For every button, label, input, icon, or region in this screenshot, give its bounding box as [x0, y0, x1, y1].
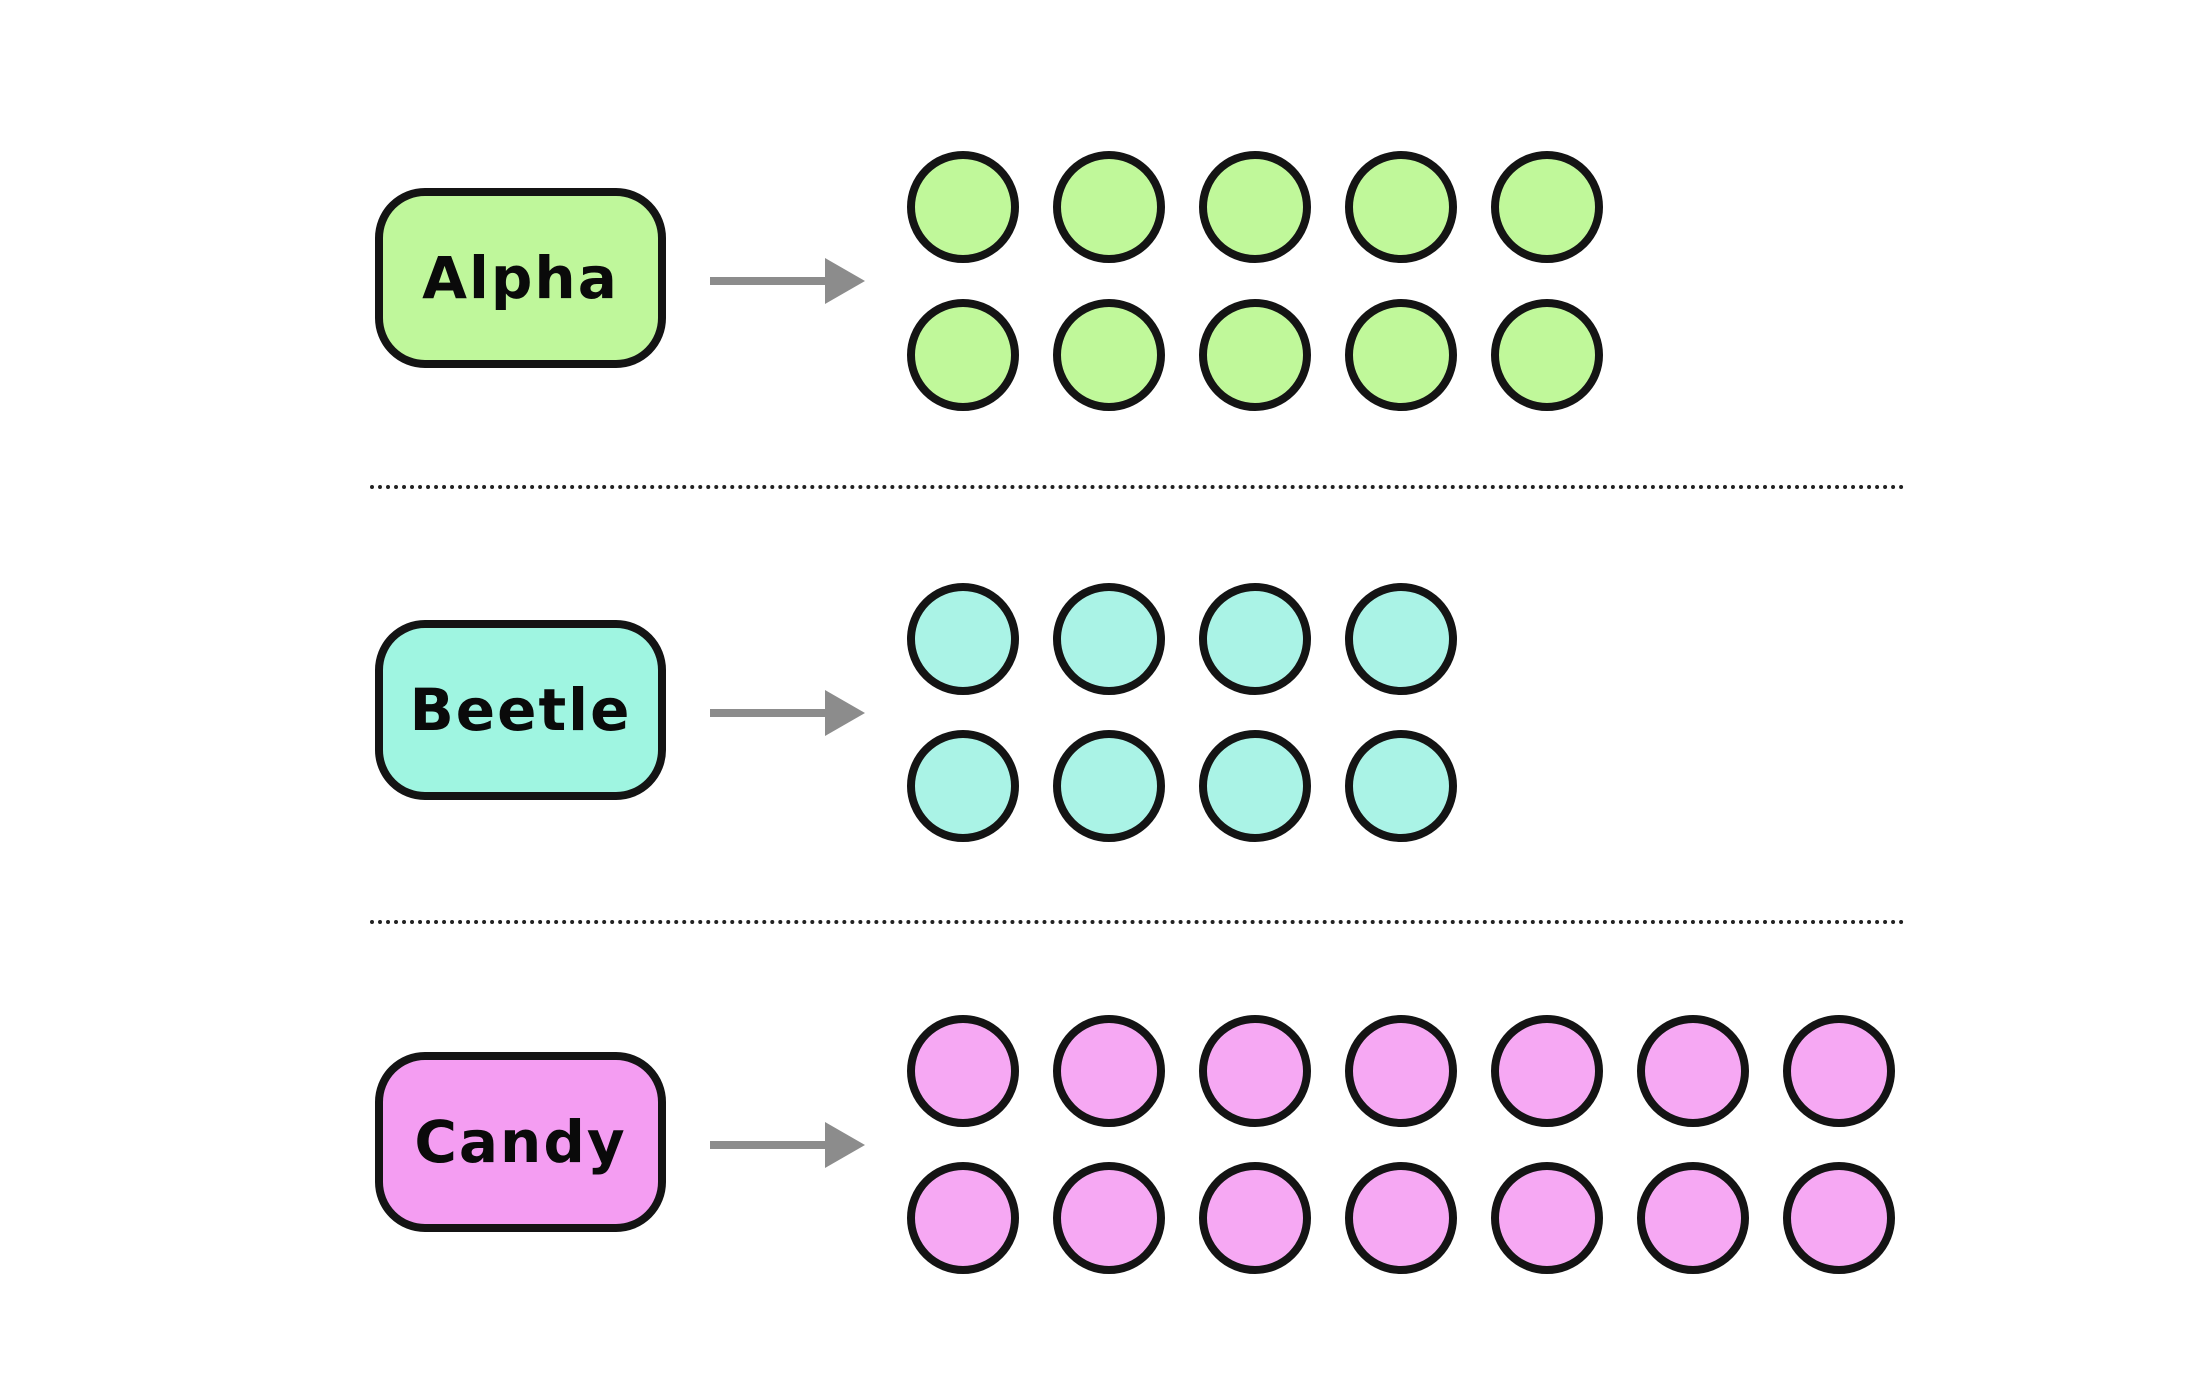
dot-beetle-5 [907, 730, 1019, 842]
dot-beetle-4 [1345, 583, 1457, 695]
dot-candy-13 [1637, 1162, 1749, 1274]
dot-candy-10 [1199, 1162, 1311, 1274]
dot-candy-14 [1783, 1162, 1895, 1274]
dot-candy-3 [1199, 1015, 1311, 1127]
dot-candy-2 [1053, 1015, 1165, 1127]
arrow-beetle [710, 690, 865, 736]
dot-candy-8 [907, 1162, 1019, 1274]
dot-candy-6 [1637, 1015, 1749, 1127]
group-candy: Candy [0, 0, 2200, 1274]
dot-candy-12 [1491, 1162, 1603, 1274]
dot-beetle-3 [1199, 583, 1311, 695]
arrow-alpha [710, 258, 865, 304]
dot-beetle-6 [1053, 730, 1165, 842]
dot-candy-4 [1345, 1015, 1457, 1127]
dot-candy-5 [1491, 1015, 1603, 1127]
label-candy: Candy [414, 1108, 627, 1176]
dot-candy-9 [1053, 1162, 1165, 1274]
dot-beetle-2 [1053, 583, 1165, 695]
dot-candy-7 [1783, 1015, 1895, 1127]
label-box-alpha: Alpha [375, 188, 666, 368]
label-beetle: Beetle [409, 676, 632, 744]
dot-beetle-1 [907, 583, 1019, 695]
dot-candy-1 [907, 1015, 1019, 1127]
arrow-candy [710, 1122, 865, 1168]
dot-candy-11 [1345, 1162, 1457, 1274]
divider-2 [370, 920, 1905, 924]
label-box-candy: Candy [375, 1052, 666, 1232]
label-alpha: Alpha [422, 244, 619, 312]
dot-beetle-7 [1199, 730, 1311, 842]
dot-beetle-8 [1345, 730, 1457, 842]
divider-1 [370, 485, 1905, 489]
label-box-beetle: Beetle [375, 620, 666, 800]
